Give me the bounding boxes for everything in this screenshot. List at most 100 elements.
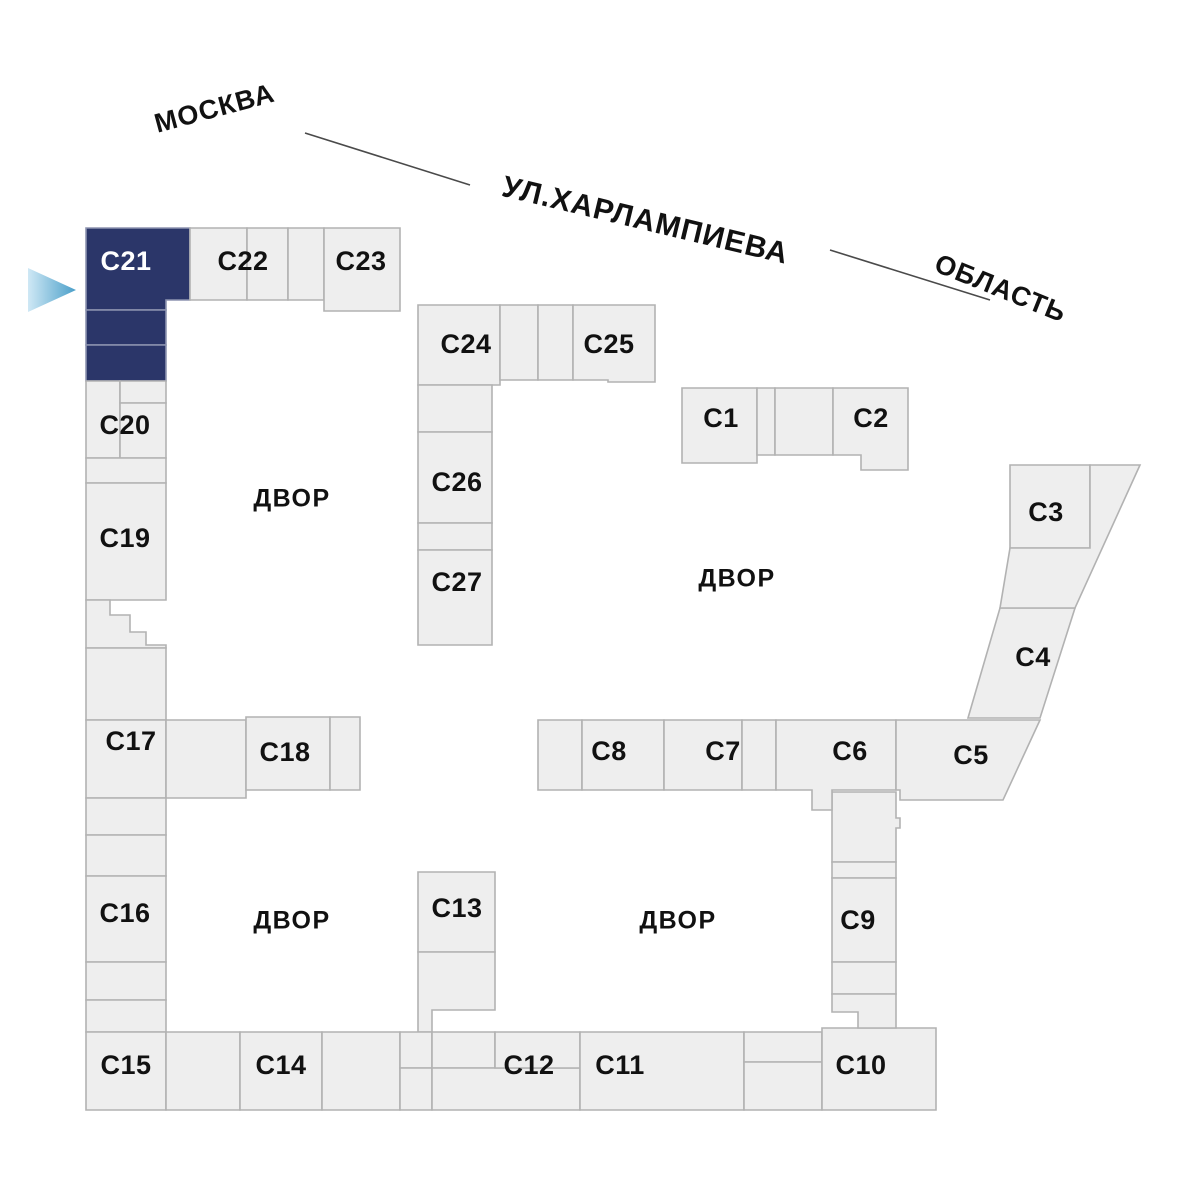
building-block-c16[interactable]: C16 <box>85 834 167 1033</box>
building-block-c12[interactable]: C12 <box>399 1031 581 1111</box>
block-section[interactable] <box>85 834 167 877</box>
block-section[interactable] <box>831 961 897 995</box>
block-section[interactable] <box>537 719 583 791</box>
block-section[interactable] <box>85 961 167 1001</box>
block-section[interactable] <box>831 993 897 1029</box>
building-block-c23[interactable]: C23 <box>323 227 401 312</box>
block-section[interactable] <box>85 599 167 649</box>
building-block-c11[interactable]: C11 <box>579 1031 745 1111</box>
block-section[interactable] <box>417 384 493 433</box>
block-section[interactable] <box>499 304 539 381</box>
block-section[interactable] <box>85 647 167 721</box>
block-label-c23: C23 <box>335 246 386 276</box>
block-label-c27: C27 <box>431 567 482 597</box>
block-label-c10: C10 <box>835 1050 886 1080</box>
yard-label-yard-2: ДВОР <box>698 565 775 593</box>
block-label-c14: C14 <box>255 1050 306 1080</box>
block-section[interactable] <box>743 1031 823 1063</box>
building-block-c8[interactable]: C8 <box>537 719 665 791</box>
block-label-c25: C25 <box>583 329 634 359</box>
building-block-c22[interactable]: C22 <box>189 227 325 301</box>
block-section[interactable] <box>399 1031 433 1069</box>
block-section[interactable] <box>85 457 167 484</box>
block-section[interactable] <box>119 380 167 404</box>
selection-arrow-icon[interactable] <box>28 268 76 312</box>
building-block-c24[interactable]: C24 <box>417 304 539 386</box>
block-section[interactable] <box>895 719 1042 801</box>
block-section[interactable] <box>287 227 325 301</box>
block-label-c2: C2 <box>853 403 889 433</box>
block-label-c16: C16 <box>99 898 150 928</box>
block-label-c1: C1 <box>703 403 739 433</box>
building-block-c15[interactable]: C15 <box>85 1031 241 1111</box>
block-label-c26: C26 <box>431 467 482 497</box>
block-section[interactable] <box>85 999 167 1033</box>
building-block-c18[interactable]: C18 <box>245 716 361 791</box>
block-label-c17: C17 <box>105 726 156 756</box>
building-block-c2[interactable]: C2 <box>774 387 909 471</box>
building-block-c6[interactable]: C6 <box>775 719 897 811</box>
block-label-c18: C18 <box>259 737 310 767</box>
selection-marker[interactable] <box>28 268 76 312</box>
block-section[interactable] <box>821 1027 937 1111</box>
street-name-label: УЛ.ХАРЛАМПИЕВА <box>499 170 792 271</box>
block-label-c3: C3 <box>1028 497 1064 527</box>
block-section[interactable] <box>431 1031 496 1069</box>
block-section[interactable] <box>831 861 897 879</box>
block-section[interactable] <box>831 791 901 863</box>
block-section[interactable] <box>85 797 167 836</box>
building-block-c20[interactable]: C20 <box>85 380 167 484</box>
block-section[interactable] <box>85 482 167 601</box>
building-block-c10[interactable]: C10 <box>743 1027 937 1111</box>
block-label-c22: C22 <box>217 246 268 276</box>
building-block-c3[interactable]: C3 <box>999 464 1142 609</box>
block-label-c19: C19 <box>99 523 150 553</box>
block-section[interactable] <box>999 464 1142 609</box>
building-block-c19[interactable]: C19 <box>85 482 167 649</box>
block-section[interactable] <box>743 1061 823 1111</box>
building-block-c26[interactable]: C26 <box>417 384 493 551</box>
building-block-c17[interactable]: C17 <box>85 647 247 836</box>
building-block-c9[interactable]: C9 <box>831 791 901 1029</box>
building-block-c27[interactable]: C27 <box>417 549 493 646</box>
block-label-c15: C15 <box>100 1050 151 1080</box>
block-section[interactable] <box>323 227 401 312</box>
building-block-c1[interactable]: C1 <box>681 387 776 464</box>
direction-label-moscow: МОСКВА <box>151 78 278 139</box>
building-block-c4[interactable]: C4 <box>966 607 1077 719</box>
building-block-c7[interactable]: C7 <box>663 719 777 791</box>
block-section[interactable] <box>165 1031 241 1111</box>
building-block-c21[interactable]: C21 <box>85 227 191 382</box>
block-section[interactable] <box>399 1067 433 1111</box>
yard-label-yard-3: ДВОР <box>253 907 330 935</box>
block-section[interactable] <box>681 387 758 464</box>
block-section[interactable] <box>417 549 493 646</box>
block-section[interactable] <box>417 304 501 386</box>
block-label-c11: C11 <box>595 1050 645 1080</box>
block-section[interactable] <box>741 719 777 791</box>
block-label-c7: C7 <box>705 736 741 766</box>
block-label-c21: C21 <box>100 246 151 276</box>
block-section[interactable] <box>417 951 496 1033</box>
block-label-c8: C8 <box>591 736 627 766</box>
block-section[interactable] <box>329 716 361 791</box>
block-section[interactable] <box>165 719 247 799</box>
building-block-c13[interactable]: C13 <box>417 871 496 1033</box>
block-section[interactable] <box>537 304 574 381</box>
block-section[interactable] <box>774 387 834 456</box>
building-block-c25[interactable]: C25 <box>537 304 656 383</box>
building-block-c14[interactable]: C14 <box>239 1031 401 1111</box>
block-label-c6: C6 <box>832 736 868 766</box>
block-section[interactable] <box>417 522 493 551</box>
block-section[interactable] <box>85 309 167 346</box>
block-section[interactable] <box>321 1031 401 1111</box>
block-section[interactable] <box>85 344 167 382</box>
yard-label-yard-1: ДВОР <box>253 485 330 513</box>
block-section[interactable] <box>756 387 776 456</box>
building-block-c5[interactable]: C5 <box>895 719 1042 801</box>
block-section[interactable] <box>832 387 909 471</box>
block-section[interactable] <box>572 304 656 383</box>
